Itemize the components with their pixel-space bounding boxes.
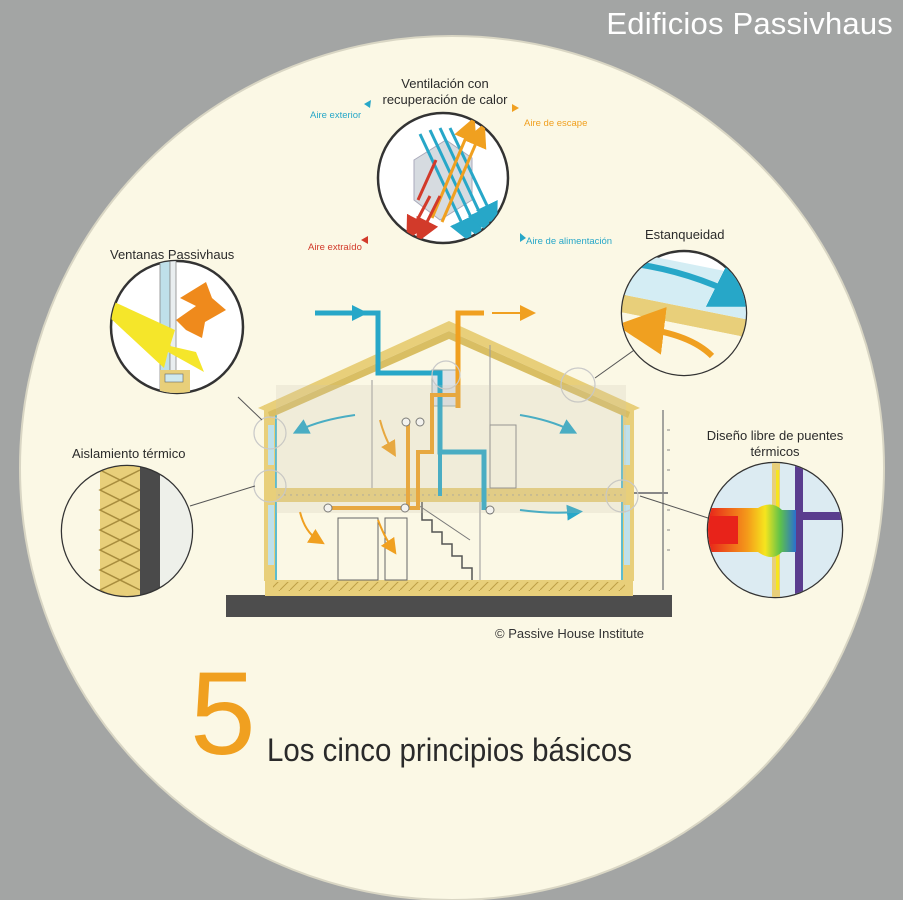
watermark-panel [276,385,626,513]
airtightness-label: Estanqueidad [645,227,725,242]
thermal-bridges-line1: Diseño libre de puentes [706,428,844,443]
insulation-label: Aislamiento térmico [72,446,186,461]
windows-label: Ventanas Passivhaus [110,247,235,262]
ventilation-title-line1: Ventilación con [401,76,489,91]
airtight-icon [620,249,748,377]
extract-air-label: Aire extraído [308,242,362,253]
exhaust-air-label: Aire de escape [524,118,588,129]
heat-exchanger-icon [376,111,510,245]
left-wall [264,405,275,581]
ventilation-title-line2: recuperación de calor [382,92,508,107]
outdoor-air-label: Aire exterior [310,110,362,121]
exhaust-duct [455,310,484,408]
staircase [421,502,473,580]
ground [226,595,672,617]
header-title: Edificios Passivhaus [606,6,893,41]
big-number: 5 [190,648,256,780]
thermal-bridges-label: Diseño libre de puentes térmicos [700,428,850,460]
window-icon [109,259,245,395]
right-wall [623,405,634,581]
thermal-bridges-line2: térmicos [750,444,800,459]
supply-duct [315,310,487,510]
main-title: Los cinco principios básicos [267,732,632,768]
house-cross-section [226,305,672,617]
thermal-bridge-icon [706,461,844,599]
supply-air-label: Aire de alimentación [526,236,613,247]
ventilation-title: Ventilación con recuperación de calor [370,76,520,108]
credit-text: © Passive House Institute [495,626,645,641]
